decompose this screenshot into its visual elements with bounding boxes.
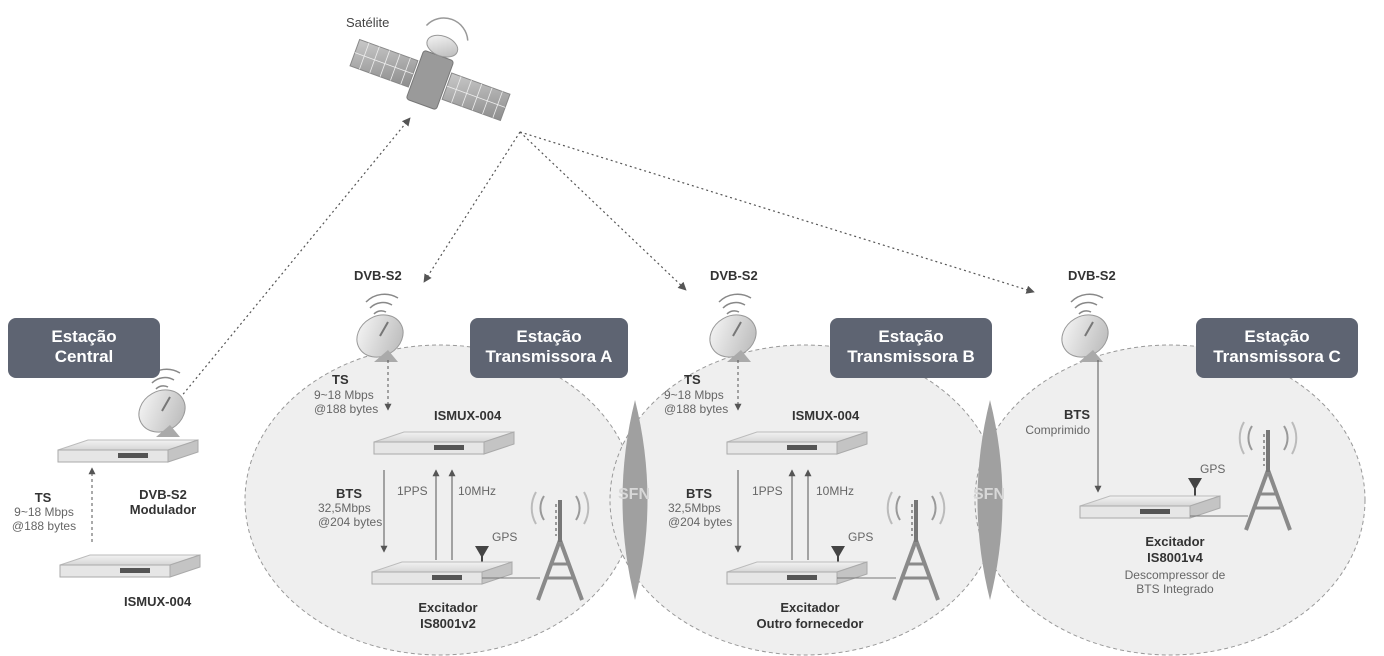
b-gps-label: GPS (848, 530, 874, 544)
station-central-box: Estação Central (8, 318, 160, 378)
station-b-box: Estação Transmissora B (830, 318, 992, 378)
a-1pps-label: 1PPS (397, 484, 428, 498)
b-mux-label: ISMUX-004 (792, 408, 860, 423)
satellite-icon (349, 17, 511, 122)
b-ts-rate: 9~18 Mbps (664, 388, 724, 402)
a-mux-label: ISMUX-004 (434, 408, 502, 423)
b-bts-bytes: @204 bytes (668, 515, 733, 529)
b-ts-bytes: @188 bytes (664, 402, 729, 416)
station-a-box: Estação Transmissora A (470, 318, 628, 378)
c-exciter-line2: IS8001v4 (1147, 550, 1203, 565)
b-bts-rate: 32,5Mbps (668, 501, 721, 515)
downlink-to-station-a (423, 131, 521, 283)
central-mux-label: ISMUX-004 (124, 594, 192, 609)
station-central-title-line2: Central (54, 347, 114, 366)
b-ts-label: TS (684, 372, 701, 387)
central-ts-label: TS (34, 490, 52, 505)
central-ts-bytes: @188 bytes (11, 519, 77, 533)
station-a-title-line1: Estação (516, 327, 582, 346)
a-10mhz-label: 10MHz (458, 484, 497, 498)
c-exciter-line3: Descompressor de (1124, 568, 1226, 582)
c-exciter-line4: BTS Integrado (1136, 582, 1214, 596)
b-1pps-label: 1PPS (752, 484, 783, 498)
downlink-to-station-b (519, 131, 687, 291)
uplink-central-to-satellite (179, 117, 411, 399)
station-c-box: Estação Transmissora C (1196, 318, 1358, 378)
modulator-device-icon (57, 439, 199, 463)
b-mux-device-icon (726, 431, 868, 455)
a-ts-bytes: @188 bytes (314, 402, 379, 416)
c-dvb-label: DVB-S2 (1068, 268, 1116, 283)
station-b-title-line2: Transmissora B (847, 347, 975, 366)
a-ts-rate: 9~18 Mbps (314, 388, 374, 402)
c-bts-label: BTS (1064, 407, 1090, 422)
c-exciter-line1: Excitador (1145, 534, 1205, 549)
a-dvb-label: DVB-S2 (354, 268, 402, 283)
sfn-label-ab: SFN (618, 486, 650, 503)
b-exciter-device-icon (726, 561, 868, 585)
downlink-to-station-c (519, 131, 1035, 294)
central-ts-rate: 9~18 Mbps (14, 505, 74, 519)
b-exciter-line2: Outro fornecedor (756, 616, 864, 631)
c-bts-sub: Comprimido (1025, 423, 1090, 437)
station-a-title-line2: Transmissora A (485, 347, 613, 366)
dish-icon (130, 368, 194, 442)
central-mux-device-icon (59, 554, 201, 578)
a-exciter-device-icon (371, 561, 513, 585)
sfn-label-bc: SFN (973, 486, 1005, 503)
sfn-overlap-ab (622, 400, 648, 600)
a-exciter-line1: Excitador (418, 600, 478, 615)
b-exciter-line1: Excitador (780, 600, 840, 615)
a-ts-label: TS (332, 372, 349, 387)
modulator-label-line2: Modulador (129, 502, 197, 517)
modulator-label-line1: DVB-S2 (139, 487, 187, 502)
c-gps-label: GPS (1200, 462, 1226, 476)
b-bts-label: BTS (686, 486, 712, 501)
station-central-title-line1: Estação (51, 327, 117, 346)
b-dvb-label: DVB-S2 (710, 268, 758, 283)
c-exciter-device-icon (1079, 495, 1221, 519)
station-c-title-line1: Estação (1244, 327, 1310, 346)
a-exciter-line2: IS8001v2 (420, 616, 476, 631)
satellite-label: Satélite (346, 15, 390, 30)
sfn-overlap-bc (977, 400, 1003, 600)
station-b-title-line1: Estação (878, 327, 944, 346)
a-bts-label: BTS (336, 486, 362, 501)
a-gps-label: GPS (492, 530, 518, 544)
station-c-title-line2: Transmissora C (1213, 347, 1341, 366)
a-bts-bytes: @204 bytes (318, 515, 383, 529)
a-bts-rate: 32,5Mbps (318, 501, 371, 515)
b-10mhz-label: 10MHz (816, 484, 855, 498)
a-mux-device-icon (373, 431, 515, 455)
